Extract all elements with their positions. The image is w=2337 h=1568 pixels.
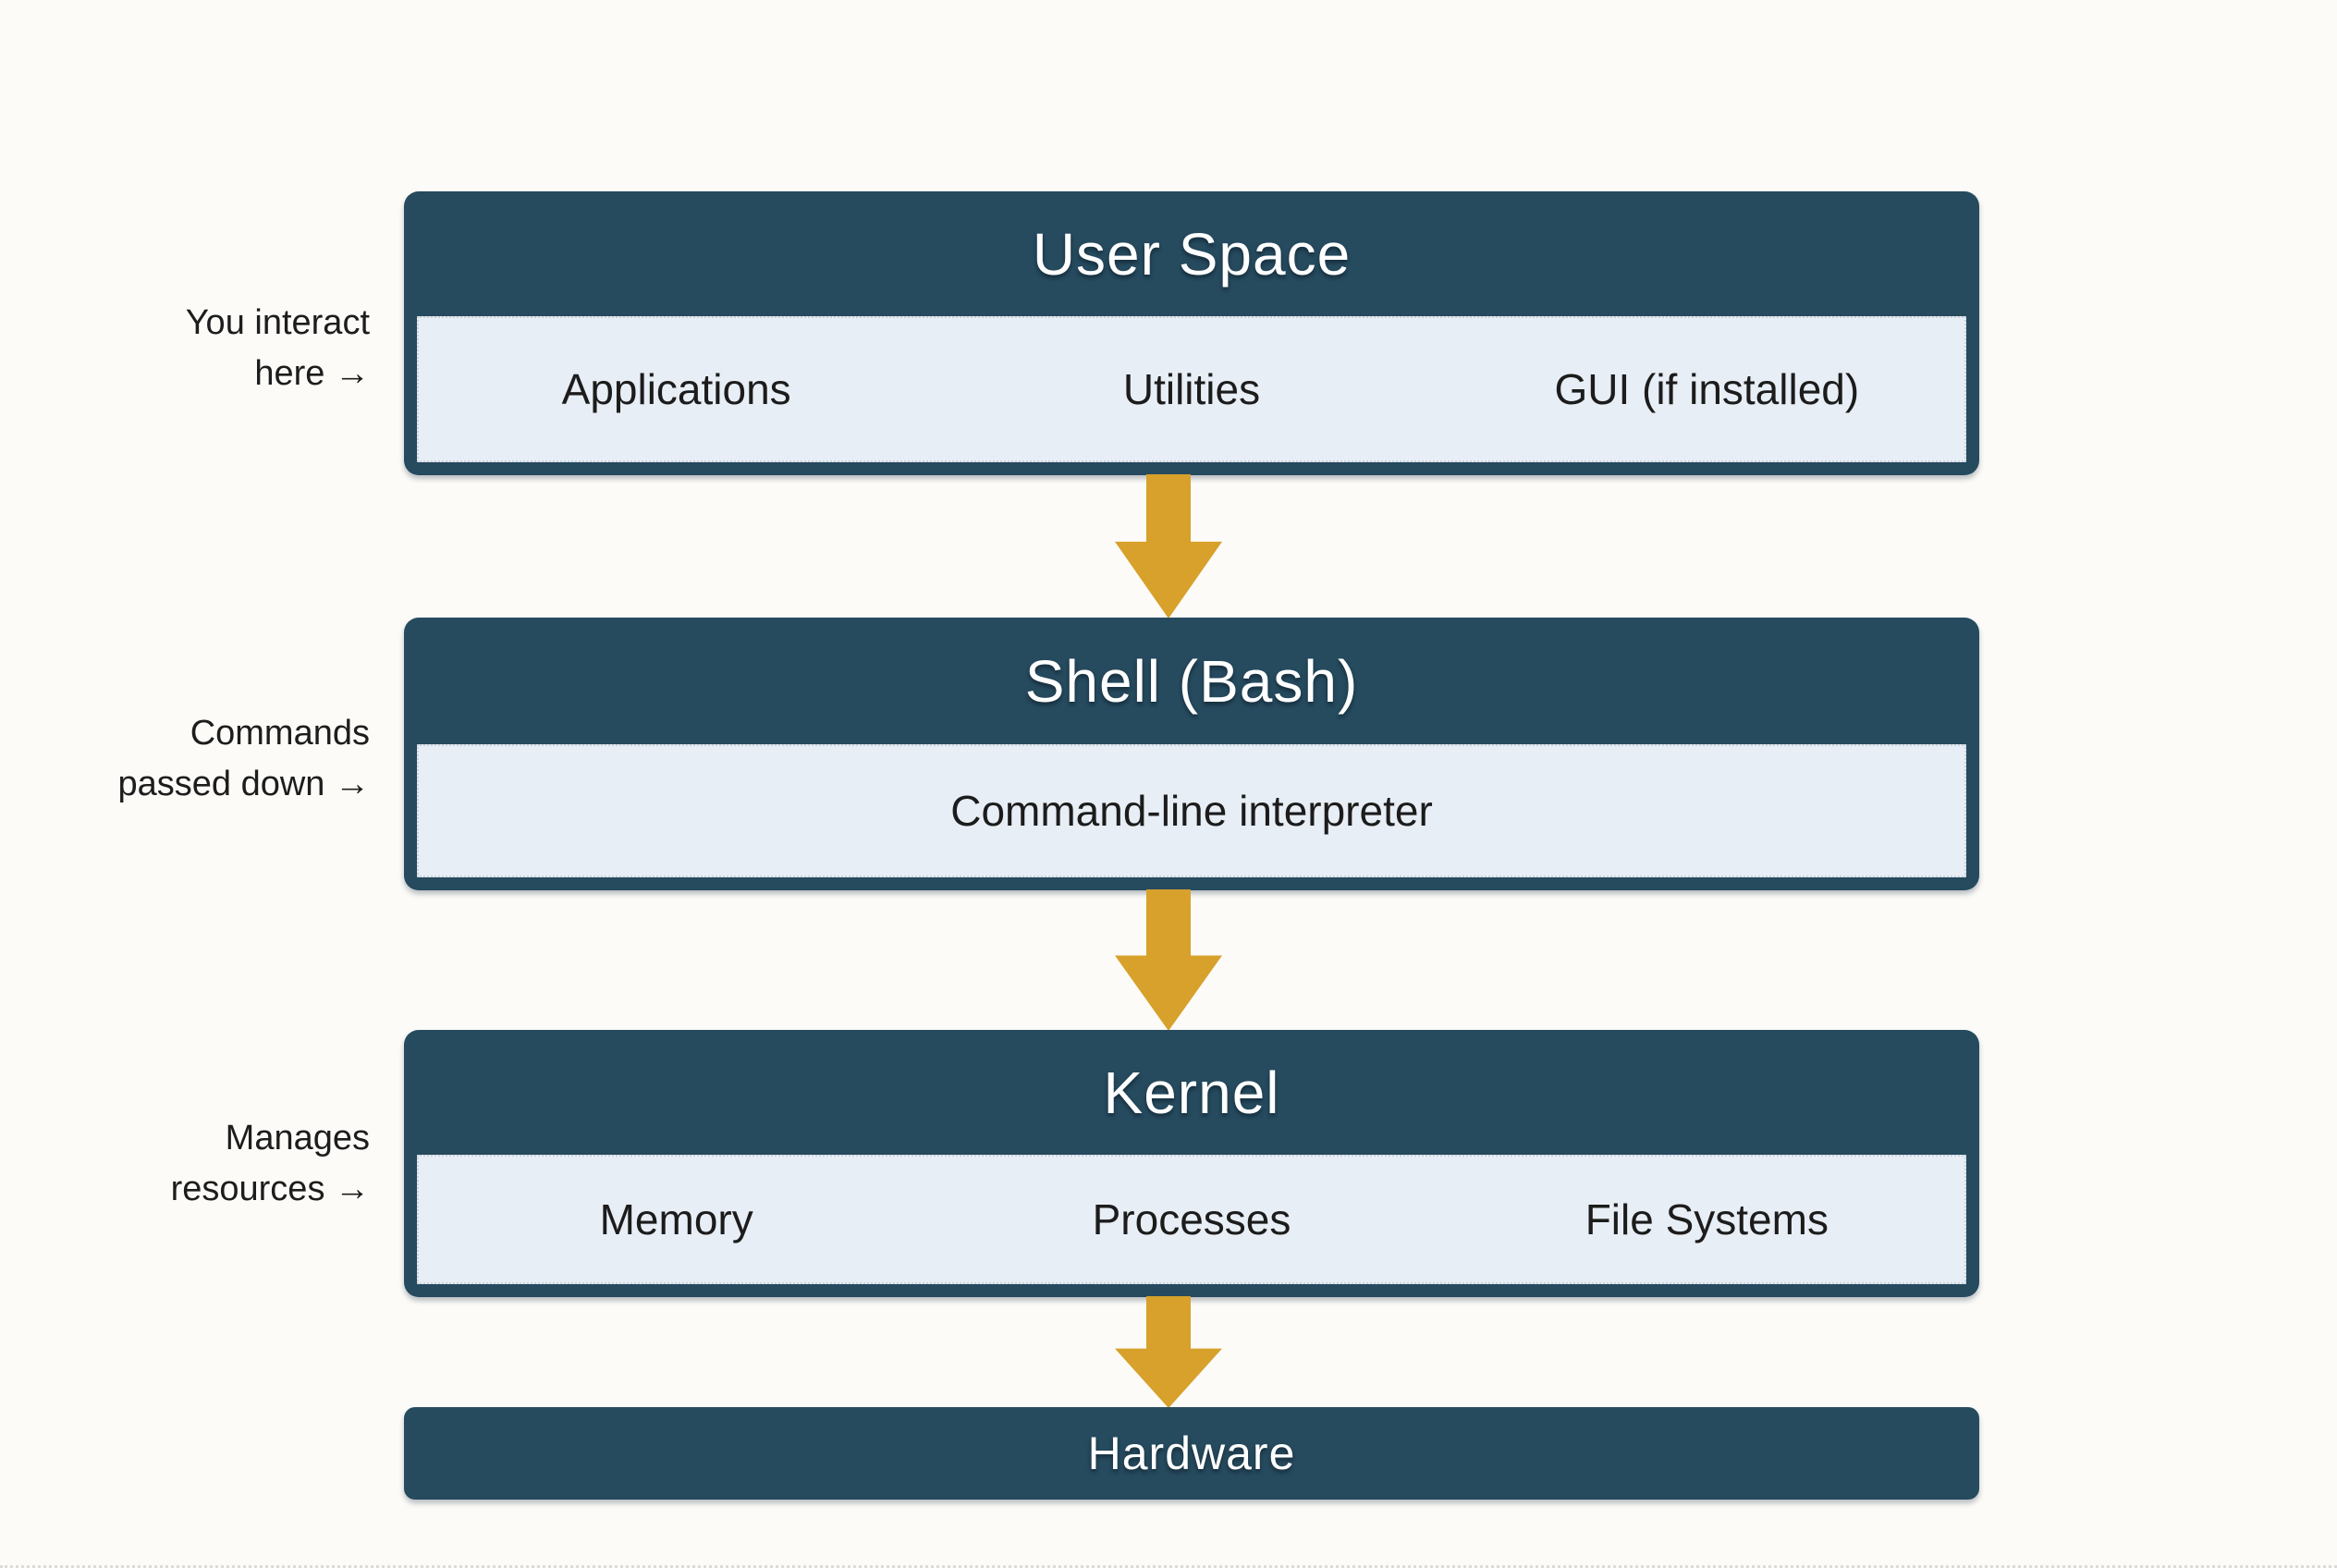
layer-hardware-header: Hardware bbox=[1088, 1427, 1296, 1480]
items-row: Command-line interpreter bbox=[419, 786, 1964, 836]
item-memory: Memory bbox=[599, 1195, 753, 1243]
bottom-edge-artifact bbox=[0, 1565, 2337, 1568]
layer-hardware: Hardware bbox=[404, 1407, 1979, 1500]
annotation-line: here → bbox=[254, 354, 370, 393]
annotation-line: Manages bbox=[225, 1119, 370, 1158]
down-arrow-icon bbox=[1115, 474, 1222, 619]
layer-user-space-header: User Space bbox=[404, 191, 1979, 316]
annotation-commands-passed-down: Commands passed down → bbox=[59, 708, 371, 810]
layer-shell-header: Shell (Bash) bbox=[404, 618, 1979, 744]
annotation-line: Commands bbox=[190, 714, 370, 753]
annotation-line: resources → bbox=[170, 1170, 370, 1208]
annotation-line: passed down → bbox=[117, 765, 371, 803]
layer-title: Kernel bbox=[1103, 1059, 1280, 1126]
layer-title: Shell (Bash) bbox=[1024, 647, 1359, 715]
layer-kernel-header: Kernel bbox=[404, 1030, 1979, 1155]
layer-kernel: Kernel Memory Processes File Systems bbox=[404, 1030, 1979, 1297]
annotation-you-interact: You interact here → bbox=[59, 298, 370, 399]
items-row: Memory Processes File Systems bbox=[419, 1194, 1964, 1244]
layer-user-space: User Space Applications Utilities GUI (i… bbox=[404, 191, 1979, 475]
item-utilities: Utilities bbox=[1122, 365, 1261, 413]
item-command-line-interpreter: Command-line interpreter bbox=[950, 787, 1433, 835]
annotation-manages-resources: Manages resources → bbox=[59, 1113, 370, 1215]
layer-shell: Shell (Bash) Command-line interpreter bbox=[404, 618, 1979, 890]
item-file-systems: File Systems bbox=[1585, 1195, 1829, 1243]
layer-user-space-panel: Applications Utilities GUI (if installed… bbox=[417, 316, 1966, 462]
layer-kernel-panel: Memory Processes File Systems bbox=[417, 1155, 1966, 1284]
items-row: Applications Utilities GUI (if installed… bbox=[419, 364, 1964, 414]
item-processes: Processes bbox=[1092, 1195, 1291, 1243]
layer-shell-panel: Command-line interpreter bbox=[417, 744, 1966, 877]
layer-title: Hardware bbox=[1087, 1427, 1296, 1479]
item-applications: Applications bbox=[561, 365, 791, 413]
layer-title: User Space bbox=[1032, 220, 1352, 288]
down-arrow-icon bbox=[1115, 1296, 1222, 1408]
item-gui: GUI (if installed) bbox=[1554, 365, 1860, 413]
annotation-line: You interact bbox=[185, 303, 370, 342]
down-arrow-icon bbox=[1115, 889, 1222, 1031]
